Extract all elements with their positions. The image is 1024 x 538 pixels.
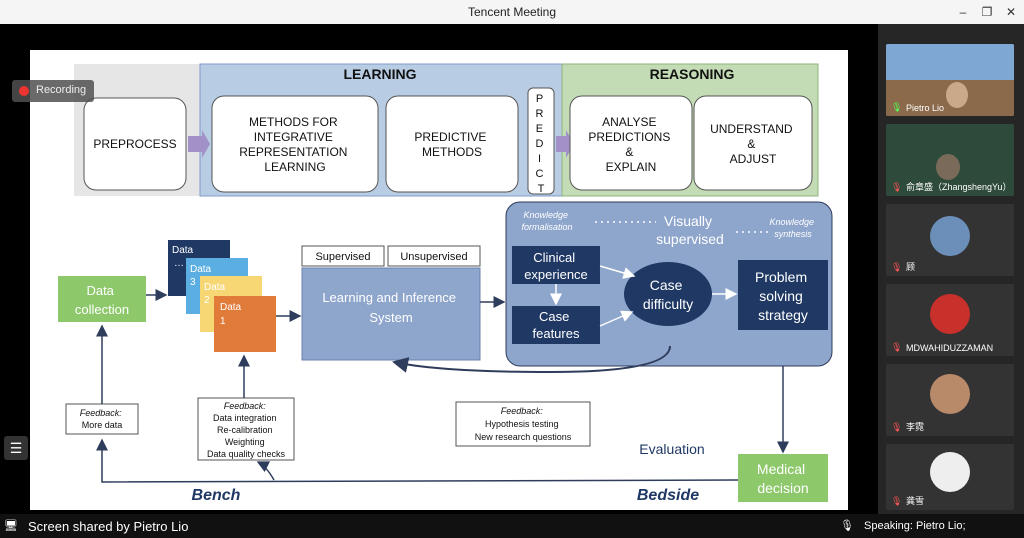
- feedback-hypothesis-box: [455, 401, 591, 447]
- problem-solving-label: Problem solving strategy: [755, 269, 811, 323]
- recording-label: Recording: [36, 84, 87, 96]
- recording-indicator[interactable]: Recording: [12, 80, 94, 102]
- mic-off-icon: 🎙: [891, 182, 903, 192]
- participant-tile[interactable]: 🎙 MDWAHIDUZZAMAN: [886, 284, 1014, 356]
- clinical-experience-box: [512, 246, 600, 284]
- unsupervised-label: Unsupervised: [400, 251, 467, 263]
- mic-on-icon: 🎙: [891, 102, 903, 112]
- arrow-shape: [188, 130, 210, 158]
- feedback-more-data-box: [65, 403, 139, 435]
- feedback-loop-arrow: [392, 345, 671, 374]
- maximize-button[interactable]: ❐: [981, 5, 993, 19]
- predict-label: P R E D I C T: [535, 93, 546, 195]
- unsupervised-tab: [387, 245, 481, 267]
- shared-slide: LEARNING REASONING PREPROCESS METHODS FO…: [30, 50, 848, 510]
- bottom-loop-arrow: [96, 438, 739, 483]
- participant-name: 顾: [906, 262, 916, 272]
- avatar: [930, 294, 970, 334]
- avatar: [936, 154, 960, 180]
- case-features-box: [512, 306, 600, 344]
- learning-header: LEARNING: [343, 66, 416, 82]
- learning-system-label: Learning and Inference System: [322, 290, 459, 325]
- learning-system-box: [301, 267, 481, 361]
- participant-name: 龚雪: [906, 496, 925, 506]
- evaluation-label: Evaluation: [639, 441, 704, 457]
- case-difficulty-ellipse: [624, 262, 712, 326]
- participant-name: MDWAHIDUZZAMAN: [906, 343, 994, 353]
- preprocess-label: PREPROCESS: [93, 137, 176, 151]
- minimize-button[interactable]: –: [959, 5, 967, 19]
- case-difficulty-label: Case difficulty: [643, 277, 693, 312]
- supervised-tab: [301, 245, 385, 267]
- connector: [256, 461, 275, 481]
- title-bar: Tencent Meeting – ❐ ✕: [0, 0, 1024, 24]
- participant-tile[interactable]: 🎙 龚雪: [886, 444, 1014, 510]
- feedback-integration-box: [197, 397, 295, 461]
- knowledge-formalisation-label: Knowledge formalisation: [521, 210, 572, 232]
- medical-decision-label: Medical decision: [757, 461, 809, 496]
- data-collection-label: Data collection: [75, 283, 129, 317]
- feedback-hypothesis-label: Feedback: Hypothesis testing New researc…: [475, 406, 572, 442]
- screen-share-icon: 🖥: [4, 520, 18, 532]
- close-button[interactable]: ✕: [1005, 5, 1017, 19]
- bench-label: Bench: [192, 487, 241, 504]
- bedside-label: Bedside: [637, 487, 699, 504]
- connector: [599, 310, 634, 327]
- mic-off-icon: 🎙: [891, 262, 903, 272]
- connector: [599, 265, 636, 279]
- understand-label: UNDERSTAND & ADJUST: [710, 122, 796, 166]
- predictive-box: [385, 95, 519, 193]
- feedback-more-data-label: Feedback: More data: [80, 408, 125, 430]
- visually-supervised-label: Visually supervised: [656, 213, 724, 247]
- participant-name: 李霓: [906, 422, 925, 432]
- methods-label: METHODS FOR INTEGRATIVE REPRESENTATION L…: [239, 115, 351, 174]
- analyse-box: [569, 95, 693, 191]
- avatar: [930, 374, 970, 414]
- supervised-label: Supervised: [315, 251, 370, 263]
- problem-solving-box: [738, 260, 828, 330]
- case-features-label: Case features: [533, 309, 580, 341]
- avatar: [930, 216, 970, 256]
- feedback-integration-label: Feedback: Data integration Re-calibratio…: [207, 401, 286, 459]
- speaker-icon: 🎙: [840, 520, 854, 532]
- participant-sidebar: 🎙 Pietro Lio 🎙 俞章盛（ZhangshengYu） 🎙 顾 🎙 M…: [878, 24, 1024, 514]
- preprocess-box: [83, 97, 187, 191]
- window-title: Tencent Meeting: [467, 5, 557, 19]
- slide-diagram: LEARNING REASONING PREPROCESS METHODS FO…: [58, 63, 833, 504]
- participant-name: 俞章盛（ZhangshengYu）: [906, 182, 1012, 192]
- shared-screen-area: LEARNING REASONING PREPROCESS METHODS FO…: [0, 24, 878, 514]
- menu-icon[interactable]: ☰: [4, 436, 28, 460]
- participant-tile[interactable]: 🎙 顾: [886, 204, 1014, 276]
- participant-tile[interactable]: 🎙 俞章盛（ZhangshengYu）: [886, 124, 1014, 196]
- mic-off-icon: 🎙: [891, 496, 903, 506]
- knowledge-synthesis-label: Knowledge synthesis: [769, 217, 816, 239]
- data-collection-box: [58, 276, 146, 322]
- mic-off-icon: 🎙: [891, 342, 903, 352]
- methods-box: [211, 95, 379, 193]
- video-background: [886, 44, 1014, 80]
- understand-box: [693, 95, 813, 191]
- avatar: [930, 452, 970, 492]
- participant-tile[interactable]: 🎙 Pietro Lio: [886, 44, 1014, 116]
- data-card-1: [214, 296, 276, 352]
- screen-shared-label: Screen shared by Pietro Lio: [28, 519, 189, 534]
- predictive-label: PREDICTIVE METHODS: [414, 130, 489, 159]
- mic-off-icon: 🎙: [891, 422, 903, 432]
- data-card-n-label: Data…: [172, 245, 194, 269]
- analyse-label: ANALYSE PREDICTIONS & EXPLAIN: [588, 115, 673, 174]
- participant-tile[interactable]: 🎙 李霓: [886, 364, 1014, 436]
- avatar: [946, 82, 968, 108]
- predict-box: [527, 87, 555, 195]
- participant-name: Pietro Lio: [906, 103, 945, 113]
- clinical-experience-label: Clinical experience: [524, 250, 588, 282]
- speaking-label: Speaking: Pietro Lio;: [864, 520, 966, 532]
- medical-decision-box: [738, 454, 828, 502]
- reasoning-header: REASONING: [650, 66, 735, 82]
- record-icon: [19, 86, 29, 96]
- status-bar: 🖥 Screen shared by Pietro Lio 🎙 Speaking…: [0, 514, 1024, 538]
